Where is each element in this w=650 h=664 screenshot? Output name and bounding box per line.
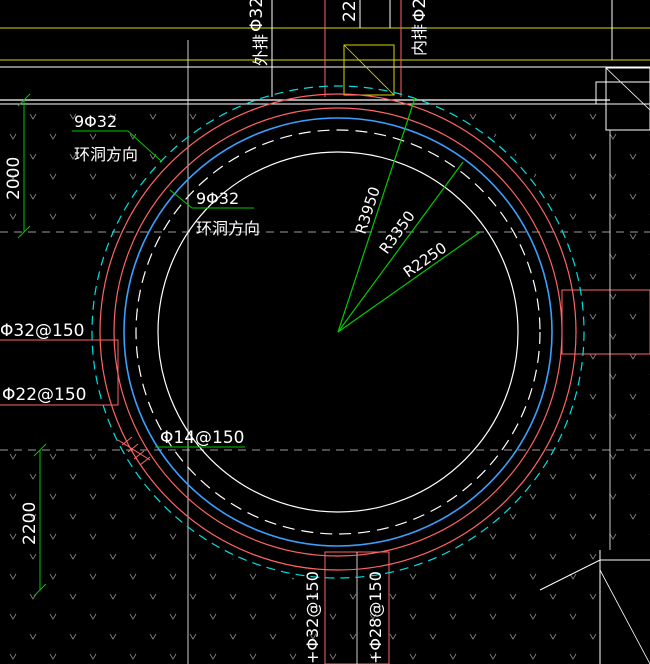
label-ring-inner-count: 9Φ32 xyxy=(196,189,239,208)
label-ring-inner-dir: 环洞方向 xyxy=(196,219,260,238)
radius-line-3 xyxy=(337,231,481,333)
spacing-box xyxy=(0,339,119,406)
blue-ring xyxy=(123,117,553,547)
dim-bottom xyxy=(33,443,47,597)
outer-cyan-dashed-ring xyxy=(91,85,585,579)
top-block-diag xyxy=(343,44,395,96)
label-inner-row: 内排 xyxy=(410,24,429,56)
white-dashed-ring xyxy=(135,129,541,535)
label-top-rebar-1: Φ32 xyxy=(247,0,267,32)
label-dim-bottom: 2200 xyxy=(20,502,40,545)
radius-line-1 xyxy=(337,97,416,333)
label-top-rebar-3: Φ2 xyxy=(410,0,430,22)
label-dim-top: 2000 xyxy=(4,157,24,200)
hatch-right xyxy=(580,130,650,550)
dim-top xyxy=(17,93,31,239)
br-wall-2 xyxy=(539,559,650,591)
leader-ring-top xyxy=(72,130,161,161)
right-beam xyxy=(595,81,650,105)
outer-red-ring xyxy=(99,93,577,571)
label-ring-top-count: 9Φ32 xyxy=(74,112,117,131)
br-diag xyxy=(599,569,650,664)
radius-line-2 xyxy=(337,161,464,333)
top-block xyxy=(343,44,395,96)
label-top-rebar-2: 22 xyxy=(340,0,360,22)
label-spacing-32: Φ32@150 xyxy=(0,321,84,341)
label-bottom-rebar-2: +Φ28@150 xyxy=(366,571,385,664)
tie-marks xyxy=(117,436,151,466)
label-spacing-14: Φ14@150 xyxy=(160,428,244,448)
label-spacing-22: Φ22@150 xyxy=(2,385,86,405)
leader-ring-inner xyxy=(169,189,254,209)
inner-red-ring xyxy=(113,107,563,557)
right-col-diag xyxy=(605,67,650,111)
right-col-top xyxy=(605,67,650,131)
label-bottom-rebar-1: +Φ32@150 xyxy=(303,571,322,664)
label-outer-row: 外排 xyxy=(251,34,270,66)
label-ring-top-dir: 环洞方向 xyxy=(74,145,138,164)
inner-white-ring xyxy=(157,151,519,513)
